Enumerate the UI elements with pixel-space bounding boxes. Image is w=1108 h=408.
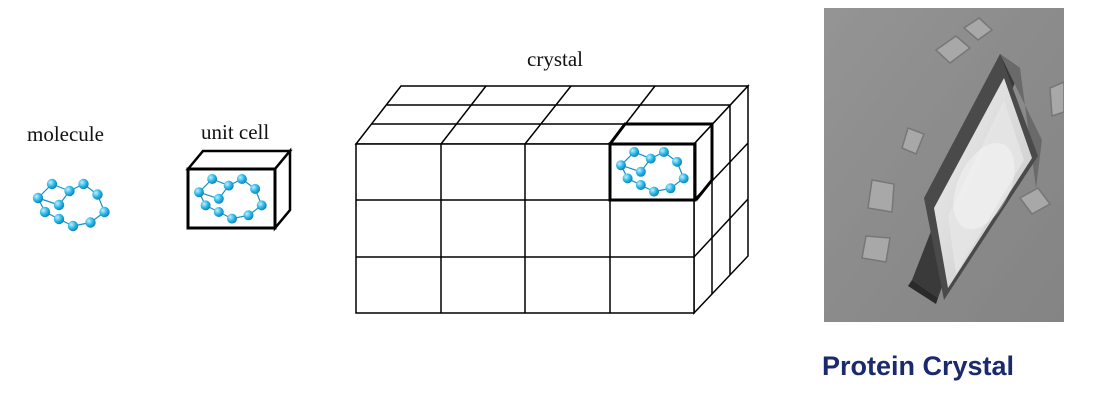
crystal-highlighted-unit-cell — [608, 122, 714, 202]
atom — [678, 173, 689, 184]
atom — [64, 185, 75, 197]
atom — [665, 183, 676, 194]
crystal-cell-molecule-icon — [616, 147, 689, 197]
atom — [649, 186, 659, 197]
protein-crystal-photo — [824, 8, 1064, 322]
atom — [46, 178, 58, 190]
atom — [250, 183, 261, 194]
atom — [53, 213, 65, 225]
atom — [213, 193, 224, 204]
atom — [85, 217, 96, 228]
atom — [236, 174, 247, 184]
atom — [658, 147, 669, 157]
atom — [635, 180, 646, 190]
unit-cell-box — [185, 147, 293, 232]
atom — [672, 156, 683, 167]
atom — [32, 192, 44, 204]
protein-crystal-caption: Protein Crystal — [822, 351, 1015, 381]
atom — [67, 220, 79, 232]
unit-cell-molecule-icon — [194, 174, 267, 224]
atom — [645, 153, 656, 164]
atom — [213, 207, 224, 217]
atom — [99, 206, 110, 218]
unit-cell-label: unit cell — [201, 120, 270, 144]
atom — [635, 166, 646, 177]
atom — [207, 174, 218, 184]
atom — [243, 210, 254, 221]
molecule-label: molecule — [27, 122, 104, 146]
atom — [616, 160, 626, 171]
atom — [622, 173, 633, 184]
atom — [223, 180, 234, 191]
atom — [92, 189, 103, 200]
atom — [194, 187, 204, 198]
atom — [200, 200, 211, 211]
molecule-icon — [32, 178, 110, 232]
crystal-label: crystal — [527, 47, 583, 71]
atom — [629, 147, 640, 157]
atom — [53, 199, 65, 211]
atom — [256, 200, 267, 211]
atom — [39, 206, 51, 218]
atom — [78, 178, 89, 190]
atom — [227, 213, 237, 224]
